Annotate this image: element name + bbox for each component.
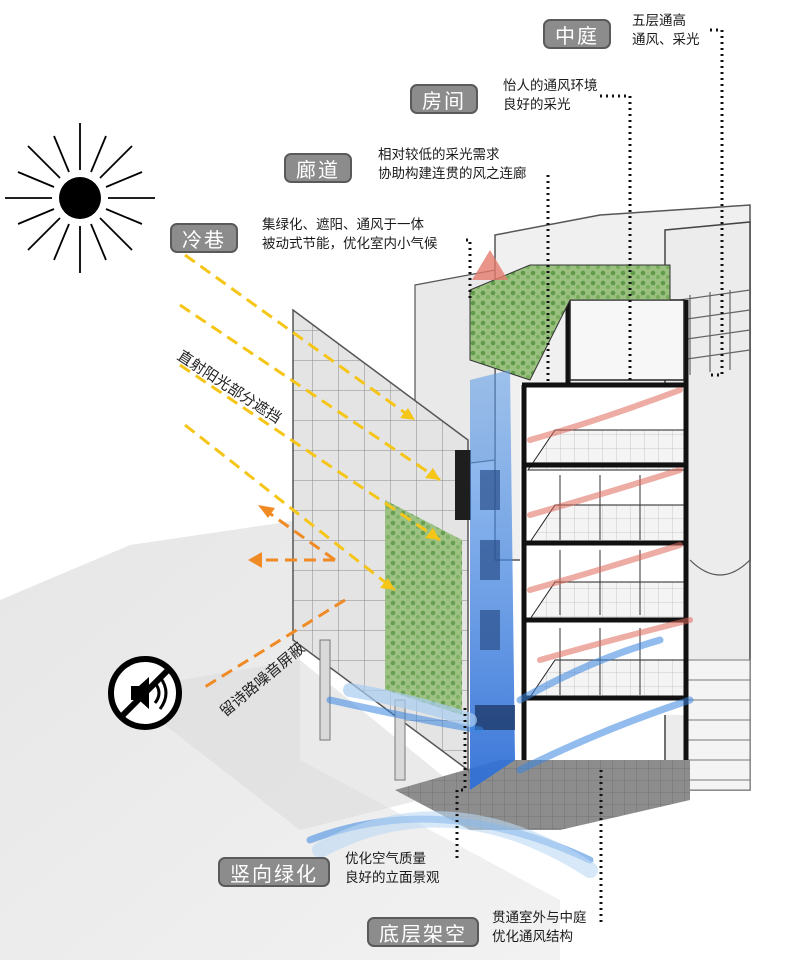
sun-icon (5, 123, 155, 273)
desc-room-line-2: 良好的采光 (503, 97, 571, 113)
tag-ground-stilts: 底层架空 (367, 917, 479, 947)
tag-courtyard: 中庭 (543, 19, 611, 49)
desc-corridor: 相对较低的采光需求 协助构建连贯的风之连廊 (378, 146, 527, 184)
desc-ground-stilts-line-2: 优化通风结构 (492, 929, 573, 945)
tag-room: 房间 (410, 84, 478, 114)
ground-shadow (0, 520, 560, 960)
tag-corridor: 廊道 (284, 153, 352, 183)
desc-courtyard: 五层通高 通风、采光 (632, 12, 700, 50)
desc-courtyard-line-2: 通风、采光 (632, 32, 700, 48)
desc-courtyard-line-1: 五层通高 (632, 13, 686, 29)
desc-corridor-line-1: 相对较低的采光需求 (378, 147, 500, 163)
desc-cold-lane-line-2: 被动式节能，优化室内小气候 (262, 236, 438, 252)
desc-vertical-green-line-2: 良好的立面景观 (345, 870, 440, 886)
sun-rays (179, 253, 441, 592)
desc-corridor-line-2: 协助构建连贯的风之连廊 (378, 166, 527, 182)
desc-room: 怡人的通风环境 良好的采光 (503, 77, 598, 115)
noise-rays (199, 508, 346, 692)
facade-screen (292, 308, 471, 781)
desc-room-line-1: 怡人的通风环境 (503, 78, 598, 94)
leader-lines (455, 28, 724, 922)
desc-ground-stilts: 贯通室外与中庭 优化通风结构 (492, 909, 587, 947)
airflow-arrows (306, 250, 694, 878)
noise-ray-arrowheads (248, 505, 275, 568)
desc-vertical-green-line-1: 优化空气质量 (345, 851, 426, 867)
tag-vertical-green: 竖向绿化 (218, 857, 330, 887)
desc-ground-stilts-line-1: 贯通室外与中庭 (492, 910, 587, 926)
no-sound-icon (108, 656, 182, 730)
desc-vertical-green: 优化空气质量 良好的立面景观 (345, 850, 440, 888)
tag-cold-lane: 冷巷 (170, 223, 238, 253)
desc-cold-lane-line-1: 集绿化、遮阳、通风于一体 (262, 217, 424, 233)
sun-ray-arrowheads (380, 408, 440, 590)
cold-lane-shaft (470, 370, 515, 790)
desc-cold-lane: 集绿化、遮阳、通风于一体 被动式节能，优化室内小气候 (262, 216, 438, 254)
